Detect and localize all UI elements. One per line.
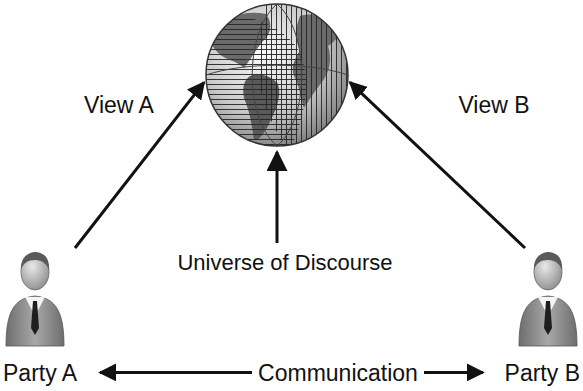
party-node: Party A — [0, 248, 100, 391]
caption-text: Universe of Discourse — [177, 250, 392, 275]
meridian — [206, 4, 348, 146]
person-body — [519, 296, 577, 346]
edge-label: View B — [458, 92, 529, 118]
globe-node: Universe of Discourse — [204, 2, 350, 148]
party-name: Party A — [3, 360, 77, 386]
leader-arrow — [276, 152, 279, 243]
person-tie — [31, 301, 39, 335]
edge-label: View A — [84, 92, 154, 118]
party-node: Party B — [483, 248, 583, 391]
globe-outline — [206, 4, 348, 146]
globe-illustration — [204, 2, 350, 148]
person-tie — [544, 301, 552, 335]
view-arrow — [75, 82, 204, 248]
person-body — [6, 296, 64, 346]
edge-label: Communication — [252, 360, 424, 386]
person-hair — [21, 252, 49, 270]
view-b-region — [258, 2, 350, 148]
person-hair — [534, 252, 562, 270]
party-name: Party B — [505, 360, 580, 386]
